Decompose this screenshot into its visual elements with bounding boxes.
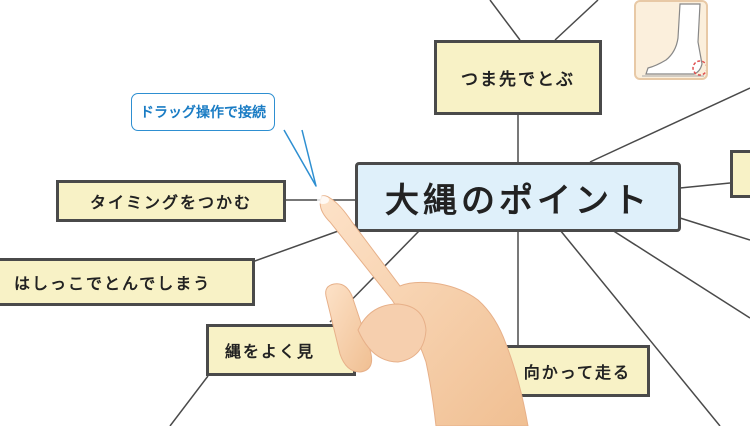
node-label: タイミングをつかむ xyxy=(89,193,252,212)
node-tsumasaki[interactable]: つま先でとぶ xyxy=(434,40,602,115)
node-label: はしっこでとんでしまう xyxy=(14,274,212,293)
node-label: 向かって走る xyxy=(523,363,631,382)
central-topic-label: 大縄のポイント xyxy=(385,180,651,221)
tooltip-text: ドラッグ操作で接続 xyxy=(140,105,266,121)
node-nawa-miru[interactable]: 縄をよく見 xyxy=(206,324,356,376)
node-mukatte-hashiru[interactable]: 向かって走る xyxy=(462,345,650,397)
foot-illustration-icon xyxy=(642,3,706,77)
foot-illustration-thumbnail[interactable] xyxy=(634,0,708,80)
node-label: つま先でとぶ xyxy=(461,70,575,90)
drag-connect-tooltip: ドラッグ操作で接続 xyxy=(131,93,275,131)
node-timing[interactable]: タイミングをつかむ xyxy=(56,180,286,222)
node-offscreen-right[interactable] xyxy=(730,150,750,198)
node-hashikko[interactable]: はしっこでとんでしまう xyxy=(0,258,255,306)
node-label: 縄をよく見 xyxy=(225,342,316,361)
central-topic[interactable]: 大縄のポイント xyxy=(355,162,681,232)
